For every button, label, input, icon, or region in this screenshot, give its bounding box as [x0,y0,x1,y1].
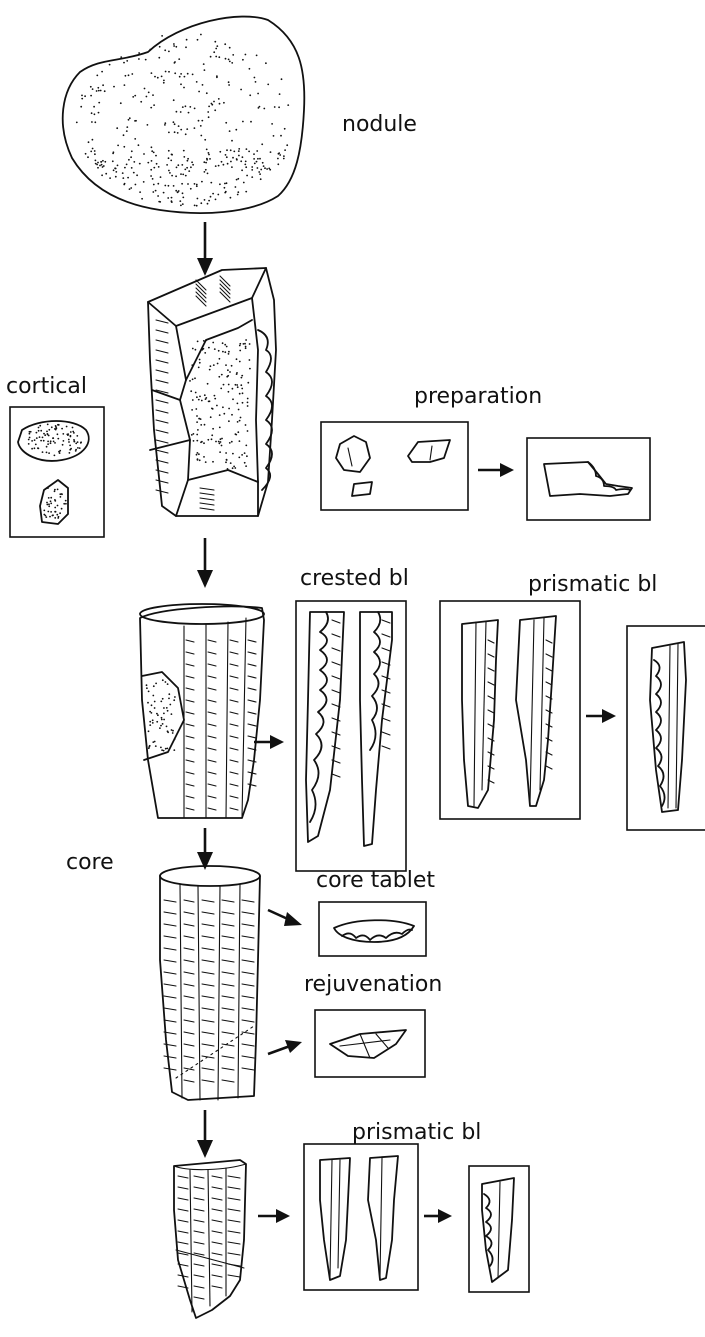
arrow-core-tablet [268,910,302,926]
core-drawing [160,866,260,1100]
prismatic-blades-box-top [440,601,580,819]
arrow-right-exhausted [258,1209,290,1223]
core-tablet-box [319,902,426,956]
prismatic-blades-box-bottom [304,1144,418,1290]
crested-blades-box [296,601,406,871]
retouched-blade-box-top [627,626,705,830]
arrow-right-crested [254,735,284,749]
cortical-flakes-box [10,407,104,537]
retouched-blade-box-bottom [469,1166,529,1292]
arrow-right-prismatic-bottom [424,1209,452,1223]
arrow-down-1 [197,222,213,276]
arrow-right-prismatic-top [586,709,616,723]
arrow-rejuvenation [268,1040,302,1054]
arrow-down-2 [197,538,213,588]
prepared-core-drawing [148,268,276,516]
exhausted-core-drawing [174,1160,246,1318]
arrow-down-4 [197,1110,213,1158]
rejuvenation-box [315,1010,425,1077]
nodule-drawing [63,17,305,213]
preparation-flakes-box [321,422,468,510]
arrow-right-preparation [478,463,514,477]
arrow-down-3 [197,828,213,870]
crested-core-drawing [140,604,264,818]
preparation-crest-box [527,438,650,520]
